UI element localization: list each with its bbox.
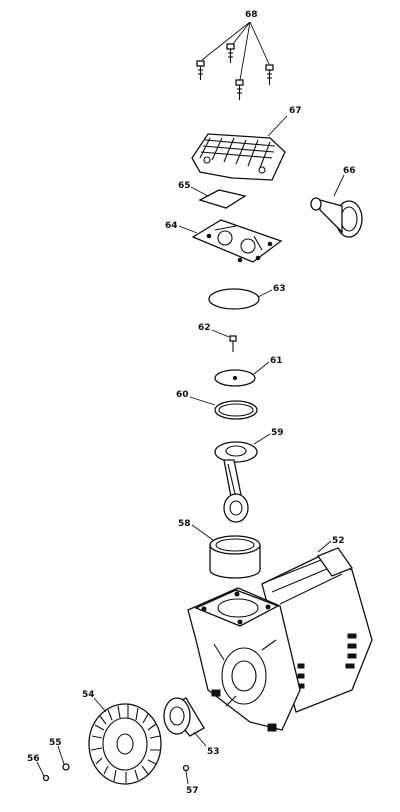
motor-crankcase-52: 52 (187, 536, 373, 732)
bolt (265, 64, 274, 85)
cooling-slots (297, 633, 357, 689)
part-label-52: 52 (332, 536, 345, 546)
part-label-64: 64 (165, 221, 178, 231)
bolt (235, 79, 244, 100)
fitting-66: 66 (310, 166, 363, 238)
part-label-57: 57 (186, 786, 199, 796)
screw-56: 56 (27, 754, 50, 782)
connecting-rod-59: 59 (214, 428, 284, 523)
key-57: 57 (182, 764, 199, 796)
piston-ring-60: 60 (176, 390, 258, 420)
head-bolts-68: 68 (196, 10, 274, 100)
screw-62: 62 (198, 323, 237, 352)
part-label-58: 58 (178, 519, 191, 529)
disc-61: 61 (214, 356, 283, 387)
part-label-62: 62 (198, 323, 211, 333)
part-label-68: 68 (245, 10, 258, 20)
fan-54: 54 (82, 690, 162, 785)
part-label-61: 61 (270, 356, 283, 366)
part-label-60: 60 (176, 390, 189, 400)
fan-hub-53: 53 (163, 697, 220, 757)
part-label-53: 53 (207, 747, 220, 757)
part-label-67: 67 (289, 106, 302, 116)
part-label-54: 54 (82, 690, 95, 700)
part-label-66: 66 (343, 166, 356, 176)
bolt (226, 43, 235, 63)
washer-55: 55 (49, 738, 70, 771)
part-label-56: 56 (27, 754, 40, 764)
cylinder-sleeve-58: 58 (178, 519, 261, 579)
part-label-65: 65 (178, 181, 191, 191)
part-label-59: 59 (271, 428, 284, 438)
cylinder-head-67: 67 (191, 106, 302, 181)
valve-plate-64: 64 (165, 219, 283, 263)
part-label-55: 55 (49, 738, 62, 748)
o-ring-63: 63 (208, 284, 286, 310)
bolt (196, 60, 205, 80)
part-label-63: 63 (273, 284, 286, 294)
head-gasket-65: 65 (178, 181, 247, 209)
